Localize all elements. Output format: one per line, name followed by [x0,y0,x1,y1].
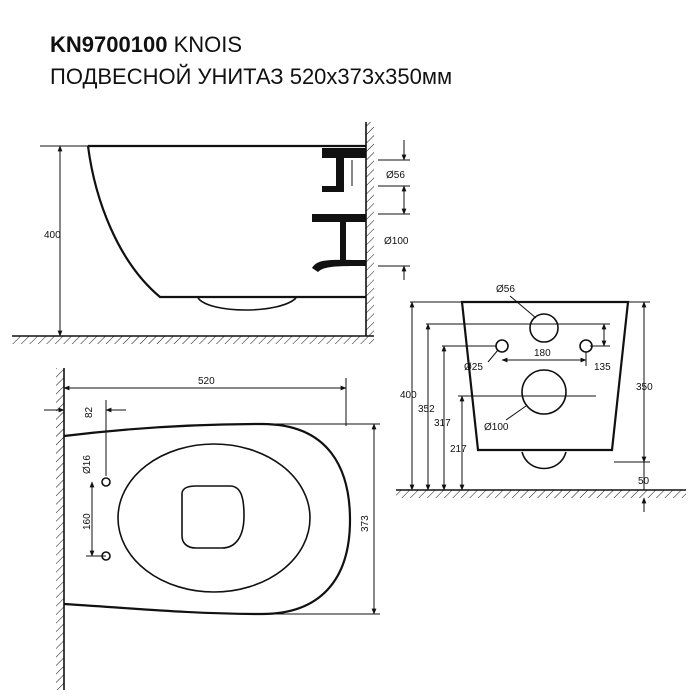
title-line: KN9700100 KNOIS [50,30,452,60]
top-hole-spacing-label: 160 [82,513,93,530]
side-bowl-body [86,145,366,299]
side-inlet-bracket [322,148,366,158]
front-outlet-leader [505,405,527,421]
side-wall-hatch [366,122,374,336]
front-bowl-foot [521,451,567,470]
front-inlet-label: Ø56 [496,284,515,295]
brand-name: KNOIS [173,32,243,57]
product-code: KN9700100 [50,32,168,57]
front-inlet-hole [529,313,559,343]
front-h317-label: 317 [434,418,451,429]
front-view: Ø56 Ø25 180 135 Ø100 400 352 317 217 350… [396,284,686,512]
top-bowl-opening [181,485,245,549]
top-hole-label: Ø16 [82,455,93,474]
front-hole-leader [487,349,499,363]
top-offset-label: 82 [84,406,95,418]
front-h400-label: 400 [400,390,417,401]
side-pipe1-label: Ø56 [386,170,405,181]
front-bowl-outline [460,300,630,452]
front-h350-label: 350 [636,382,653,393]
front-h217-label: 217 [450,444,467,455]
side-inlet-foot [322,186,344,192]
front-h352-label: 352 [418,404,435,415]
front-inlet-leader [509,295,537,319]
side-view: 400 Ø56 Ø100 [12,122,410,344]
side-inlet-pipe [336,158,344,188]
side-outlet-pipe [340,222,346,264]
front-outlet-label: Ø100 [484,422,509,433]
side-pipe2-label: Ø100 [384,236,409,247]
front-hole-offset-label: 135 [594,362,611,373]
side-outlet-top [312,214,366,222]
front-outlet-hole [521,369,567,415]
side-height-label: 400 [44,230,61,241]
top-mount-hole-upper [101,477,111,487]
top-seat-ring [117,443,311,593]
top-bowl-outline [63,422,352,616]
front-gap-label: 50 [638,476,650,487]
top-wall-hatch [56,368,64,690]
side-bowl-base [197,297,297,311]
header: KN9700100 KNOIS ПОДВЕСНОЙ УНИТАЗ 520x373… [50,30,452,92]
product-subtitle: ПОДВЕСНОЙ УНИТАЗ 520x373x350мм [50,64,453,89]
front-hole-label: Ø25 [464,362,483,373]
side-outlet-elbow [312,259,366,272]
front-hole-spacing-label: 180 [534,348,551,359]
top-length-label: 520 [198,376,215,387]
top-width-label: 373 [360,515,371,532]
side-floor-hatch [12,336,374,344]
front-floor-hatch [396,490,686,498]
top-view: 520 82 Ø16 160 373 [44,368,380,690]
